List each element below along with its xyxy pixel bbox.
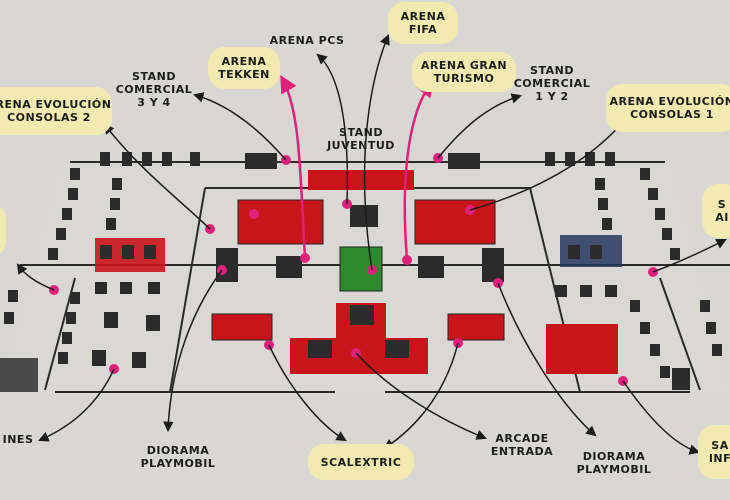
label-diorama-right: DIORAMA PLAYMOBIL [564, 450, 664, 476]
scalextric-right-table [447, 313, 505, 341]
diorama-right-line2: PLAYMOBIL [576, 463, 652, 476]
callout-arena-evolucion-2: ARENA EVOLUCIÓN CONSOLAS 2 [0, 87, 112, 135]
label-left-partial: INES [0, 433, 36, 446]
label-stand-comercial-1y2: STAND COMERCIAL 1 Y 2 [502, 64, 602, 103]
scalextric-label: SCALEXTRIC [320, 455, 402, 469]
label-arcade-entrada: ARCADE ENTRADA [474, 432, 570, 458]
scalextric-left-table [211, 313, 273, 341]
stand-1y2-line2: COMERCIAL [513, 77, 591, 90]
arena-fifa-line1: ARENA [400, 10, 446, 23]
callout-right-partial-1: S AI [702, 184, 730, 238]
arcade-line2: ENTRADA [490, 445, 554, 458]
arena-evolucion-2-line1: ARENA EVOLUCIÓN [0, 98, 112, 111]
callout-scalextric: SCALEXTRIC [308, 444, 414, 480]
callout-arena-evolucion-1: ARENA EVOLUCIÓN CONSOLAS 1 [606, 84, 730, 132]
callout-left-partial-edge [0, 205, 6, 255]
stand-juventud-line2: JUVENTUD [327, 139, 395, 152]
right-partial-1-line2: AI [715, 211, 729, 224]
stand-3y4-line3: 3 Y 4 [137, 96, 171, 109]
label-stand-juventud: STAND JUVENTUD [316, 126, 406, 152]
callout-arena-gran-turismo: ARENA GRAN TURISMO [412, 52, 516, 92]
arena-fifa-line2: FIFA [408, 23, 438, 36]
arena-gran-turismo-line1: ARENA GRAN [420, 59, 508, 72]
left-arcade-machines [0, 358, 38, 392]
seating-stations [4, 152, 722, 390]
label-arena-pcs: ARENA PCS [262, 34, 352, 47]
label-stand-comercial-3y4: STAND COMERCIAL 3 Y 4 [104, 70, 204, 109]
arena-evolucion-1-line2: CONSOLAS 1 [630, 108, 714, 121]
diorama-right-table [546, 324, 618, 374]
stand-juventud-line1: STAND [339, 126, 383, 139]
connector-arrows [16, 34, 727, 455]
callout-arena-fifa: ARENA FIFA [388, 2, 458, 44]
arena-evolucion-2-line2: CONSOLAS 2 [7, 111, 91, 124]
arcade-line1: ARCADE [495, 432, 549, 445]
arena-evolucion-1-line1: ARENA EVOLUCIÓN [609, 95, 730, 108]
callout-right-partial-2: SA INF [698, 425, 730, 479]
stand-3y4-line2: COMERCIAL [115, 83, 193, 96]
stand-juventud-platform [308, 170, 414, 190]
diorama-right-line1: DIORAMA [582, 450, 646, 463]
diorama-left-line1: DIORAMA [146, 444, 210, 457]
stand-3y4-line1: STAND [132, 70, 176, 83]
stand-1y2-line1: STAND [530, 64, 574, 77]
diorama-left-line2: PLAYMOBIL [140, 457, 216, 470]
arena-gran-turismo-line2: TURISMO [433, 72, 495, 85]
arena-tekken-line2: TEKKEN [218, 68, 270, 81]
arena-pcs-text: ARENA PCS [269, 34, 345, 47]
arena-tekken-line1: ARENA [221, 55, 267, 68]
right-partial-2-line2: INF [708, 452, 730, 465]
right-partial-2-line1: SA [711, 439, 729, 452]
callout-arena-tekken: ARENA TEKKEN [208, 47, 280, 89]
arena-gran-turismo-platform [414, 199, 496, 245]
label-diorama-left: DIORAMA PLAYMOBIL [128, 444, 228, 470]
arena-tekken-platform [237, 199, 324, 245]
highlight-arrows [280, 74, 435, 261]
left-partial-text: INES [2, 433, 34, 446]
stand-1y2-line3: 1 Y 2 [535, 90, 569, 103]
right-partial-1-line1: S [717, 198, 727, 211]
